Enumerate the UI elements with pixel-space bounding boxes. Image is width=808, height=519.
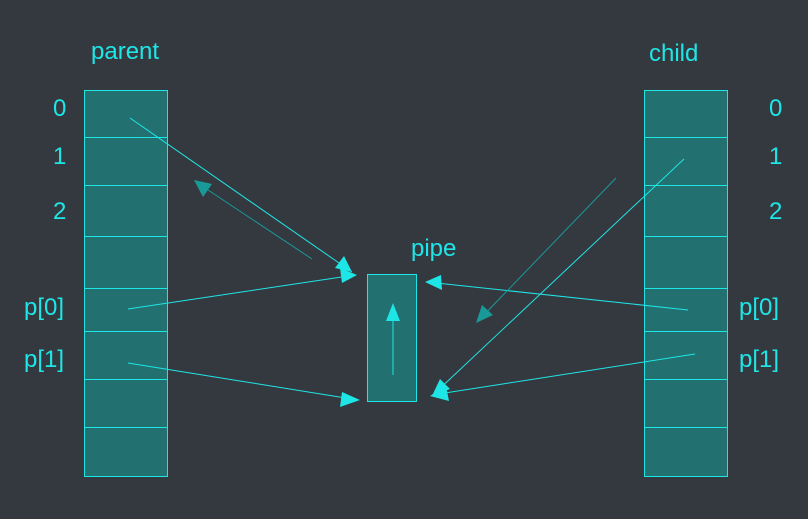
parent-fd-1-label: 1: [53, 143, 67, 170]
child-fd-row: [645, 289, 727, 332]
pipe-title: pipe: [411, 235, 457, 262]
arrow-child-fd1-to-pipe-head: [432, 379, 450, 396]
child-fd-table: [644, 90, 728, 477]
parent-title: parent: [91, 38, 160, 65]
child-fd-1-label: 1: [769, 143, 783, 170]
child-p1-label: p[1]: [739, 346, 780, 373]
child-fd-row: [645, 186, 727, 237]
parent-p0-label: p[0]: [24, 294, 65, 321]
arrow-child-to-pipe-left-head: [476, 305, 493, 323]
parent-fd-row: [85, 91, 167, 138]
parent-fd-row: [85, 332, 167, 380]
parent-fd-row: [85, 380, 167, 428]
child-title: child: [649, 40, 699, 67]
parent-fd-0-label: 0: [53, 95, 67, 122]
parent-fd-row: [85, 237, 167, 289]
arrow-child-fd1-to-pipe: [433, 158, 685, 395]
child-fd-row: [645, 332, 727, 380]
child-fd-row: [645, 138, 727, 186]
child-fd-0-label: 0: [769, 95, 783, 122]
parent-fd-2-label: 2: [53, 198, 67, 225]
arrow-child-p1-to-pipe: [431, 353, 696, 396]
parent-fd-row: [85, 289, 167, 332]
pipe-flow-arrow-head: [386, 303, 400, 321]
arrow-parent-fd0-to-pipe-head: [335, 256, 352, 272]
arrow-parent-p0-to-pipe: [127, 274, 356, 310]
arrow-parent-p1-to-pipe: [127, 362, 359, 401]
arrow-pipe-to-parent: [195, 181, 313, 260]
arrow-parent-p1-to-pipe-head: [340, 392, 360, 407]
arrow-child-to-pipe-left: [477, 177, 617, 322]
arrow-parent-fd0-to-pipe: [129, 117, 353, 273]
arrow-parent-p0-to-pipe-head: [340, 268, 357, 283]
parent-p1-label: p[1]: [24, 346, 65, 373]
child-fd-row: [645, 380, 727, 428]
parent-fd-row: [85, 138, 167, 186]
parent-fd-table: [84, 90, 168, 477]
arrow-child-p0-to-pipe: [426, 281, 689, 311]
parent-fd-row: [85, 186, 167, 237]
child-p0-label: p[0]: [739, 294, 780, 321]
arrow-pipe-to-parent-head: [194, 180, 212, 197]
arrow-child-p0-to-pipe-head: [425, 275, 442, 290]
child-fd-row: [645, 91, 727, 138]
pipe-box: [367, 274, 417, 402]
child-fd-row: [645, 237, 727, 289]
child-fd-2-label: 2: [769, 198, 783, 225]
